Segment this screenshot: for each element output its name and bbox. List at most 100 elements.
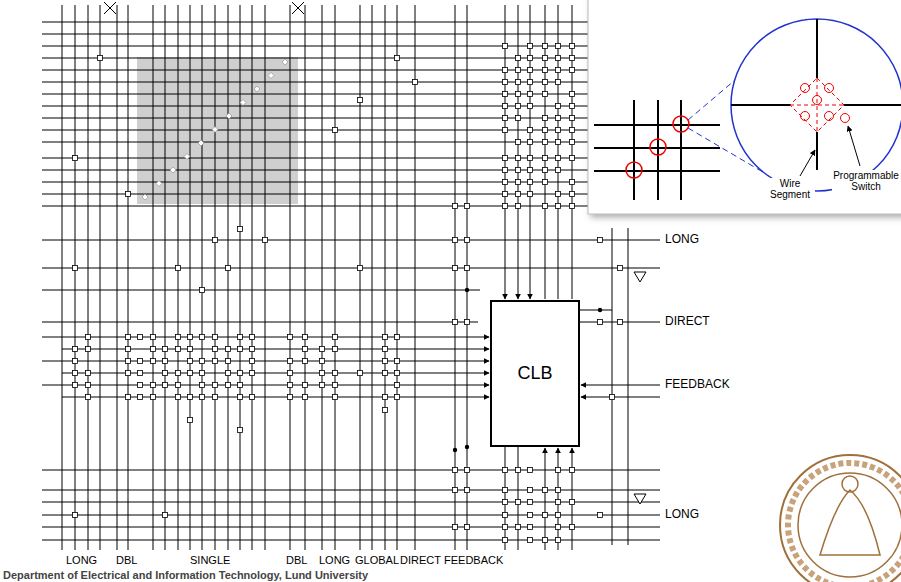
programmable-switch	[570, 204, 575, 209]
programmable-switch	[73, 359, 78, 364]
programmable-switch	[528, 538, 533, 543]
wire-segment	[335, 5, 336, 550]
programmable-switch	[73, 156, 78, 161]
logic-block: CLB	[490, 300, 580, 447]
programmable-switch	[503, 104, 508, 109]
programmable-switch	[250, 359, 255, 364]
programmable-switch	[383, 408, 388, 413]
switch-matrix-point	[282, 59, 288, 65]
switch-point	[673, 116, 689, 132]
programmable-switch	[395, 359, 400, 364]
wire-segment	[530, 5, 531, 299]
programmable-switch	[163, 371, 168, 376]
programmable-switch	[151, 335, 156, 340]
wire-segment	[42, 470, 660, 471]
programmable-switch	[528, 80, 533, 85]
programmable-switch	[570, 140, 575, 145]
junction-dot	[598, 308, 602, 312]
programmable-switch	[126, 371, 131, 376]
wire-segment	[252, 5, 253, 550]
wire-segment	[215, 5, 216, 550]
programmable-switch	[188, 347, 193, 352]
programmable-switch	[543, 44, 548, 49]
programmable-switch	[503, 488, 508, 493]
programmable-switch	[86, 335, 91, 340]
programmable-switch	[516, 180, 521, 185]
wire-segment	[322, 5, 323, 550]
programmable-switch	[516, 104, 521, 109]
programmable-switch	[528, 92, 533, 97]
programmable-switch	[73, 513, 78, 518]
programmable-switch	[528, 180, 533, 185]
switch-matrix-point	[170, 167, 176, 173]
programmable-switch	[333, 128, 338, 133]
track-label: GLOBAL	[355, 554, 399, 566]
programmable-switch	[383, 395, 388, 400]
programmable-switch	[188, 371, 193, 376]
programmable-switch	[333, 371, 338, 376]
programmable-switch	[358, 266, 363, 271]
programmable-switch	[543, 92, 548, 97]
programmable-switch	[570, 128, 575, 133]
programmable-switch	[73, 383, 78, 388]
programmable-switch	[556, 168, 561, 173]
programmable-switch	[503, 80, 508, 85]
wire-segment	[816, 132, 818, 170]
programmable-switch	[333, 347, 338, 352]
university-seal	[780, 455, 901, 582]
programmable-switch	[238, 227, 243, 232]
programmable-switch	[556, 468, 561, 473]
programmable-switch	[503, 468, 508, 473]
track-label: LONG	[665, 508, 699, 521]
wire-segment	[42, 290, 480, 291]
programmable-switch	[126, 395, 131, 400]
programmable-switch	[556, 80, 561, 85]
programmable-switch	[543, 156, 548, 161]
wire-segment	[558, 5, 559, 299]
programmable-switch	[503, 513, 508, 518]
programmable-switch	[528, 44, 533, 49]
wire-segment	[518, 5, 519, 299]
programmable-switch	[556, 44, 561, 49]
programmable-switch	[320, 383, 325, 388]
wire-segment	[545, 5, 546, 299]
crossover	[104, 2, 116, 14]
programmable-switch	[303, 395, 308, 400]
track-label: SINGLE	[190, 554, 230, 566]
programmable-switch	[556, 500, 561, 505]
programmable-switch	[598, 513, 603, 518]
wire-segment	[42, 490, 660, 491]
programmable-switch	[528, 488, 533, 493]
programmable-switch	[556, 140, 561, 145]
wire-segment	[42, 46, 592, 47]
programmable-switch	[163, 513, 168, 518]
junction-dot	[465, 288, 469, 292]
track-label: LONG	[319, 554, 350, 566]
wire-segment	[42, 527, 660, 528]
programmable-switch	[516, 192, 521, 197]
programmable-switch	[200, 359, 205, 364]
programmable-switch	[213, 383, 218, 388]
programmable-switch	[213, 395, 218, 400]
programmable-switch	[543, 488, 548, 493]
programmable-switch	[570, 116, 575, 121]
programmable-switch	[176, 335, 181, 340]
footer-text: Department of Electrical and Information…	[3, 569, 368, 581]
programmable-switch	[250, 395, 255, 400]
programmable-switch	[503, 68, 508, 73]
programmable-switch	[395, 395, 400, 400]
programmable-switch	[188, 359, 193, 364]
wire-segment	[580, 310, 612, 311]
programmable-switch	[618, 266, 623, 271]
programmable-switch	[465, 238, 470, 243]
switch-point	[650, 139, 666, 155]
callout-label: Wire Segment	[765, 178, 815, 200]
wire-segment	[178, 5, 179, 550]
wire-segment	[545, 448, 546, 550]
wire-segment	[305, 5, 306, 550]
programmable-switch	[528, 140, 533, 145]
programmable-switch	[528, 168, 533, 173]
wire-segment	[505, 5, 506, 299]
buffer	[634, 494, 646, 504]
wire-segment	[505, 447, 506, 550]
